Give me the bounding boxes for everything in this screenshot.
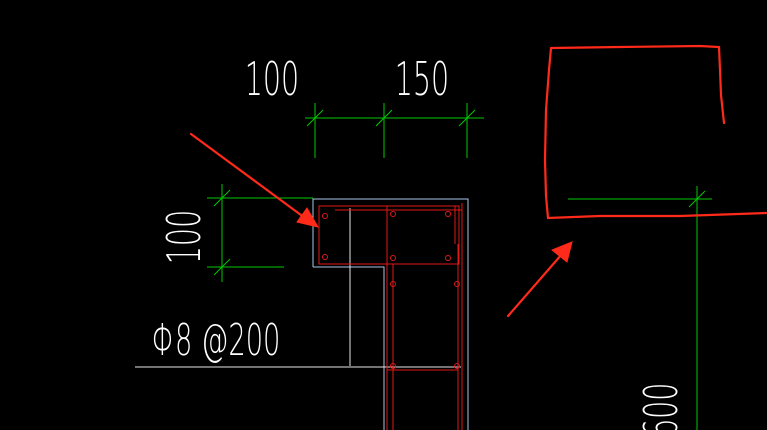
left-dimension-group <box>207 184 313 282</box>
rebar-hook-top <box>450 205 456 244</box>
right-dimension-group <box>568 186 712 430</box>
top-dimension-group <box>305 103 484 158</box>
rebar-dot-2 <box>322 254 328 260</box>
top-dimension-tick-1 <box>306 109 324 127</box>
dimension-text-left-vertical: 100 <box>158 210 212 264</box>
dimension-text-right-vertical: 600 <box>635 383 689 430</box>
left-dimension-tick-1 <box>213 189 231 207</box>
markup-arrow-1-shaft <box>189 132 307 220</box>
dimension-text-top-left: 100 <box>245 53 299 107</box>
markup-arrow-2-head <box>551 241 573 263</box>
concrete-outline-step <box>313 266 385 430</box>
markup-freehand-box <box>543 44 767 220</box>
right-dimension-tick <box>688 190 706 208</box>
rebar-dot-3 <box>390 211 396 217</box>
rebar-dot-8 <box>454 281 460 287</box>
rebar-dot-4 <box>445 211 451 217</box>
concrete-outline <box>312 198 469 430</box>
markup-arrow-2-shaft <box>506 252 564 318</box>
rebar-dot-6 <box>445 255 451 261</box>
rebar-dot-10 <box>454 363 460 369</box>
rebar-dot-5 <box>390 255 396 261</box>
concrete-section <box>312 198 469 430</box>
left-dimension-tick-2 <box>213 258 231 276</box>
rebar-group <box>318 203 463 430</box>
dimension-text-top-right: 150 <box>395 53 449 107</box>
white-lines <box>135 208 461 368</box>
rebar-dot-9 <box>390 363 396 369</box>
rebar-dot-1 <box>322 213 328 219</box>
top-dimension-tick-3 <box>458 109 476 127</box>
markup-arrow-1-head <box>296 207 320 228</box>
rebar-note-text: Φ8 @200 <box>152 314 281 366</box>
markup-group <box>189 44 767 318</box>
top-dimension-tick-2 <box>375 109 393 127</box>
rebar-dot-7 <box>390 281 396 287</box>
rebar-stirrup-left <box>318 205 460 265</box>
